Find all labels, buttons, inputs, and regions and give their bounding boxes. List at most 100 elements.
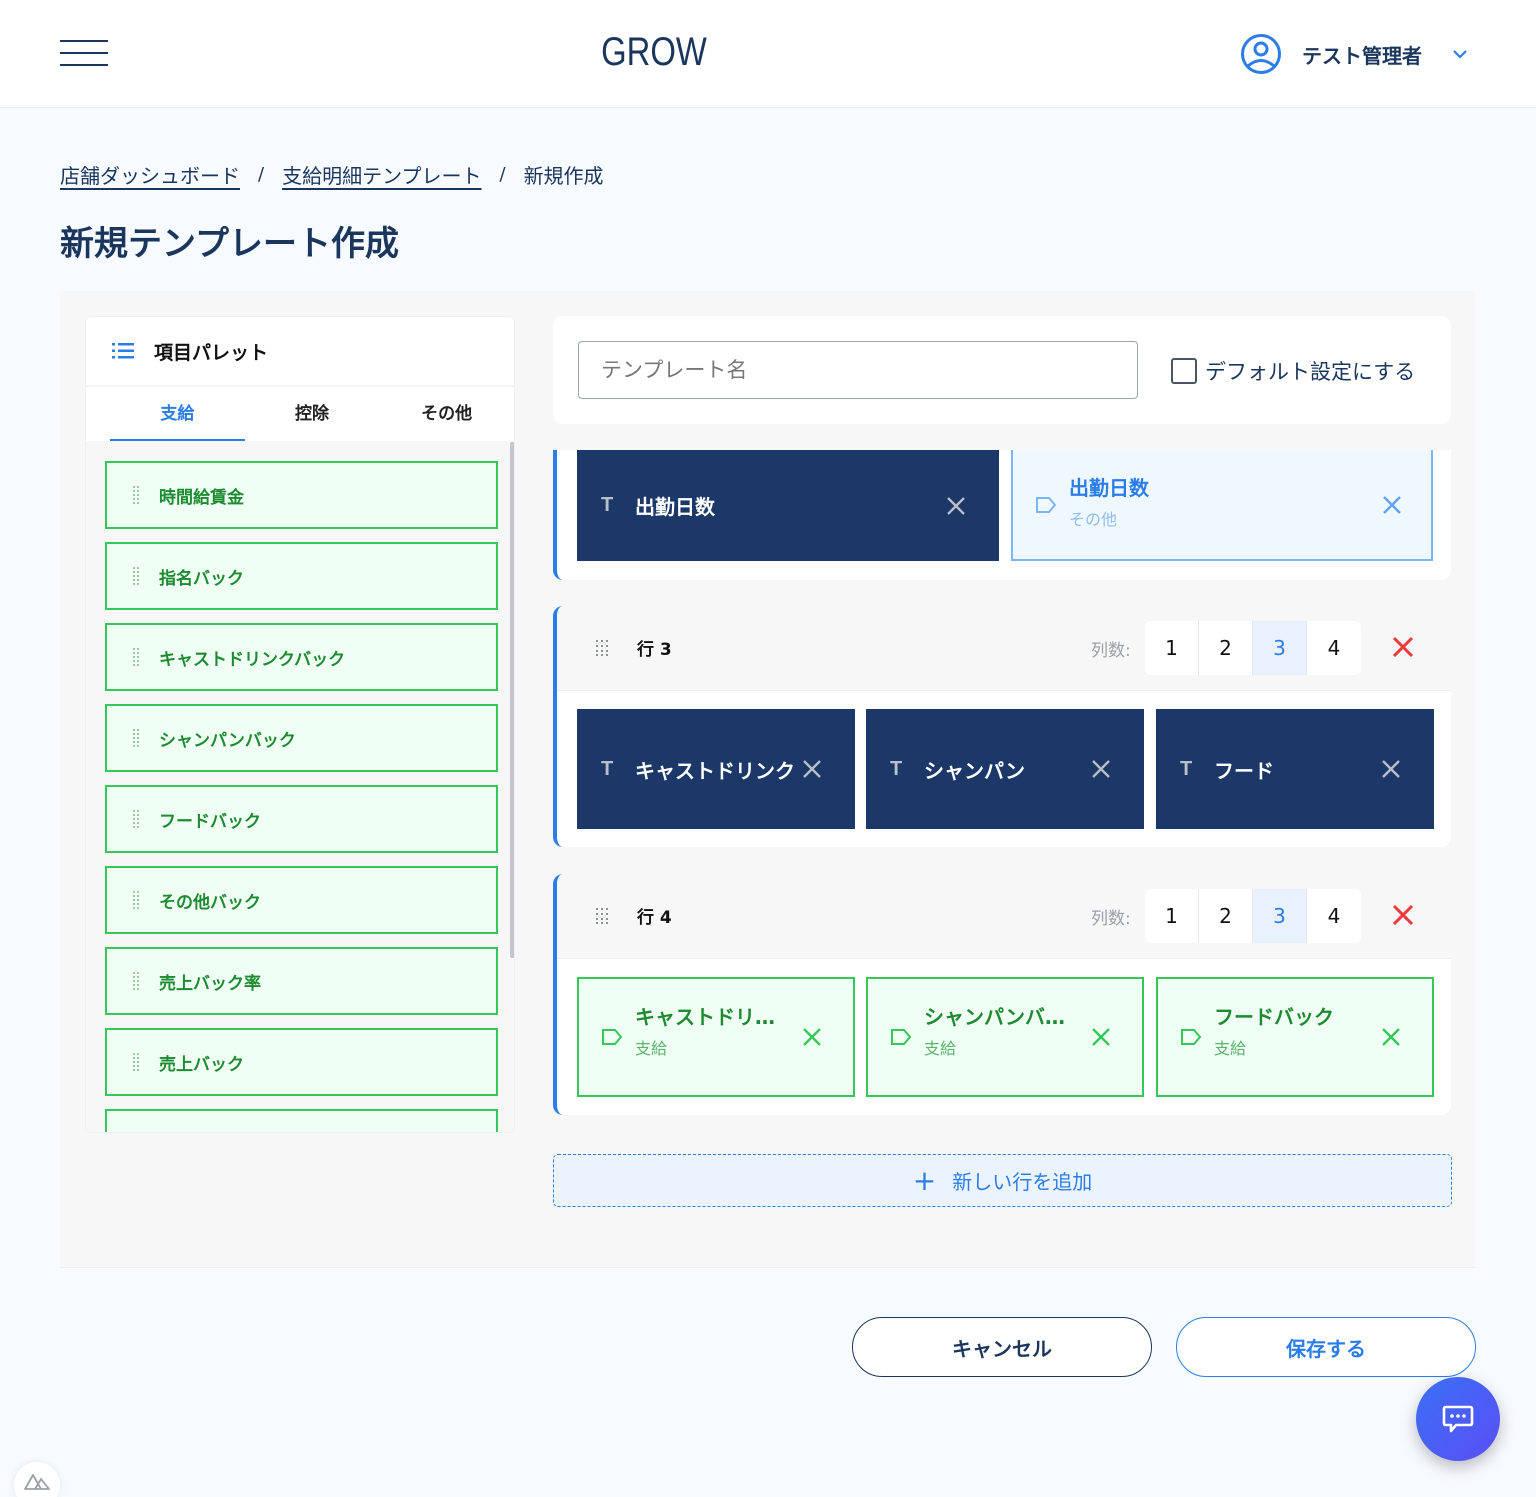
palette-item[interactable]: その他バック [105, 866, 498, 934]
item-cell[interactable]: キャストドリン... 支給 [577, 977, 855, 1097]
column-option-2[interactable]: 2 [1199, 889, 1253, 943]
chat-button[interactable] [1416, 1377, 1500, 1461]
palette-header: 項目パレット [86, 317, 514, 387]
palette-item-list: 時間給賃金 指名バック キャストドリンクバック シャンパンバック フードバック … [86, 442, 514, 1132]
cancel-button[interactable]: キャンセル [852, 1317, 1152, 1377]
remove-cell-icon[interactable] [1380, 758, 1402, 780]
remove-cell-icon[interactable] [1381, 494, 1403, 516]
column-option-4[interactable]: 4 [1327, 636, 1341, 660]
item-palette: 項目パレット 支給 控除 その他 時間給賃金 指名バック キャストドリンクバック… [85, 316, 515, 1133]
palette-item[interactable]: 時間給賃金 [105, 461, 498, 529]
palette-item[interactable]: シャンパンバック [105, 704, 498, 772]
palette-title: 項目パレット [154, 341, 269, 364]
drag-handle-icon [133, 972, 139, 990]
remove-cell-icon[interactable] [945, 495, 967, 517]
palette-item[interactable]: 売上バック [105, 1028, 498, 1096]
user-menu[interactable]: テスト管理者 [1240, 33, 1470, 75]
save-button[interactable]: 保存する [1176, 1317, 1476, 1377]
delete-row-icon[interactable] [1391, 903, 1415, 927]
column-count-label: 列数: [1091, 641, 1131, 661]
text-cell[interactable]: T 出勤日数 [577, 450, 999, 561]
palette-item-label: その他バック [159, 892, 261, 913]
drag-handle-icon [133, 891, 139, 909]
breadcrumb: 店舗ダッシュボード / 支給明細テンプレート / 新規作成 [60, 160, 604, 189]
remove-cell-icon[interactable] [1090, 1026, 1112, 1048]
palette-item[interactable]: キャストドリンクバック [105, 623, 498, 691]
drag-handle-icon [133, 486, 139, 504]
default-setting-label: デフォルト設定にする [1205, 360, 1416, 384]
list-icon [112, 343, 134, 359]
palette-item[interactable]: フードバック [105, 785, 498, 853]
user-avatar-icon [1241, 34, 1281, 74]
tag-icon [602, 1029, 623, 1045]
palette-scrollbar[interactable] [510, 442, 514, 958]
cell-category: 支給 [1214, 1039, 1247, 1058]
mountain-logo-icon [24, 1474, 50, 1490]
template-name-input[interactable] [578, 341, 1138, 399]
user-name: テスト管理者 [1302, 43, 1422, 68]
item-cell[interactable]: 出勤日数 その他 [1011, 450, 1433, 561]
palette-item-label: 指名バック [159, 568, 244, 589]
column-option-4[interactable]: 4 [1327, 904, 1341, 928]
column-count-selector: 1 2 3 4 [1145, 621, 1361, 675]
column-option-1[interactable]: 1 [1145, 621, 1199, 675]
column-option-2[interactable]: 2 [1199, 621, 1253, 675]
delete-row-icon[interactable] [1391, 635, 1415, 659]
template-editor-area: 項目パレット 支給 控除 その他 時間給賃金 指名バック キャストドリンクバック… [60, 291, 1475, 1268]
item-cell[interactable]: フードバック 支給 [1156, 977, 1434, 1097]
column-count-label: 列数: [1091, 909, 1131, 929]
palette-item[interactable]: 指名バック [105, 542, 498, 610]
text-cell[interactable]: T キャストドリンク [577, 709, 855, 829]
cell-category: その他 [1069, 510, 1118, 529]
tag-icon [1036, 496, 1057, 513]
breadcrumb-separator: / [258, 164, 265, 185]
tag-icon [891, 1029, 912, 1045]
top-header: GROW テスト管理者 [0, 0, 1536, 108]
column-option-3[interactable]: 3 [1253, 889, 1307, 943]
add-row-button[interactable]: + 新しい行を追加 [553, 1154, 1452, 1207]
layout-row: 行 4 列数: 1 2 3 4 キャストドリン... 支給 シャンパンバッ...… [553, 874, 1451, 1115]
add-row-label: 新しい行を追加 [952, 1170, 1093, 1194]
hamburger-menu-icon[interactable] [60, 39, 108, 67]
palette-tabs: 支給 控除 その他 [86, 387, 514, 441]
breadcrumb-current: 新規作成 [523, 164, 604, 188]
row-title: 行 4 [637, 908, 672, 928]
palette-item[interactable]: 売上バック率 [105, 947, 498, 1015]
breadcrumb-link-dashboard[interactable]: 店舗ダッシュボード [60, 164, 240, 188]
palette-item[interactable] [105, 1109, 498, 1132]
default-setting-checkbox[interactable]: デフォルト設定にする [1171, 356, 1415, 386]
cell-label: キャストドリンク [635, 758, 795, 783]
layout-row: T 出勤日数 出勤日数 その他 [553, 450, 1451, 580]
palette-item-label: キャストドリンクバック [159, 649, 346, 670]
tab-payment[interactable]: 支給 [110, 387, 245, 441]
drag-handle-icon [133, 648, 139, 666]
text-type-icon: T [1180, 757, 1193, 780]
tag-icon [1181, 1029, 1202, 1045]
remove-cell-icon[interactable] [1090, 758, 1112, 780]
plus-icon: + [912, 1163, 937, 1197]
devtools-badge[interactable] [14, 1462, 60, 1497]
tab-deduction[interactable]: 控除 [295, 404, 329, 424]
app-logo[interactable]: GROW [601, 30, 707, 74]
cell-title: フードバック [1214, 1005, 1334, 1029]
breadcrumb-separator: / [499, 164, 506, 185]
column-option-1[interactable]: 1 [1145, 889, 1199, 943]
item-cell[interactable]: シャンパンバッ... 支給 [866, 977, 1144, 1097]
checkbox-box[interactable] [1171, 358, 1197, 384]
palette-item-label: 時間給賃金 [159, 487, 244, 508]
drag-handle-icon[interactable] [595, 639, 611, 657]
text-cell[interactable]: T シャンパン [866, 709, 1144, 829]
palette-item-label: 売上バック率 [159, 973, 261, 994]
drag-handle-icon[interactable] [595, 907, 611, 925]
text-type-icon: T [601, 494, 614, 516]
remove-cell-icon[interactable] [801, 1026, 823, 1048]
drag-handle-icon [133, 810, 139, 828]
remove-cell-icon[interactable] [801, 758, 823, 780]
tab-other[interactable]: その他 [421, 404, 473, 424]
remove-cell-icon[interactable] [1380, 1026, 1402, 1048]
column-option-3[interactable]: 3 [1253, 621, 1307, 675]
palette-item-label: シャンパンバック [159, 730, 296, 751]
text-cell[interactable]: T フード [1156, 709, 1434, 829]
breadcrumb-link-templates[interactable]: 支給明細テンプレート [282, 164, 482, 188]
row-title: 行 3 [637, 640, 672, 660]
